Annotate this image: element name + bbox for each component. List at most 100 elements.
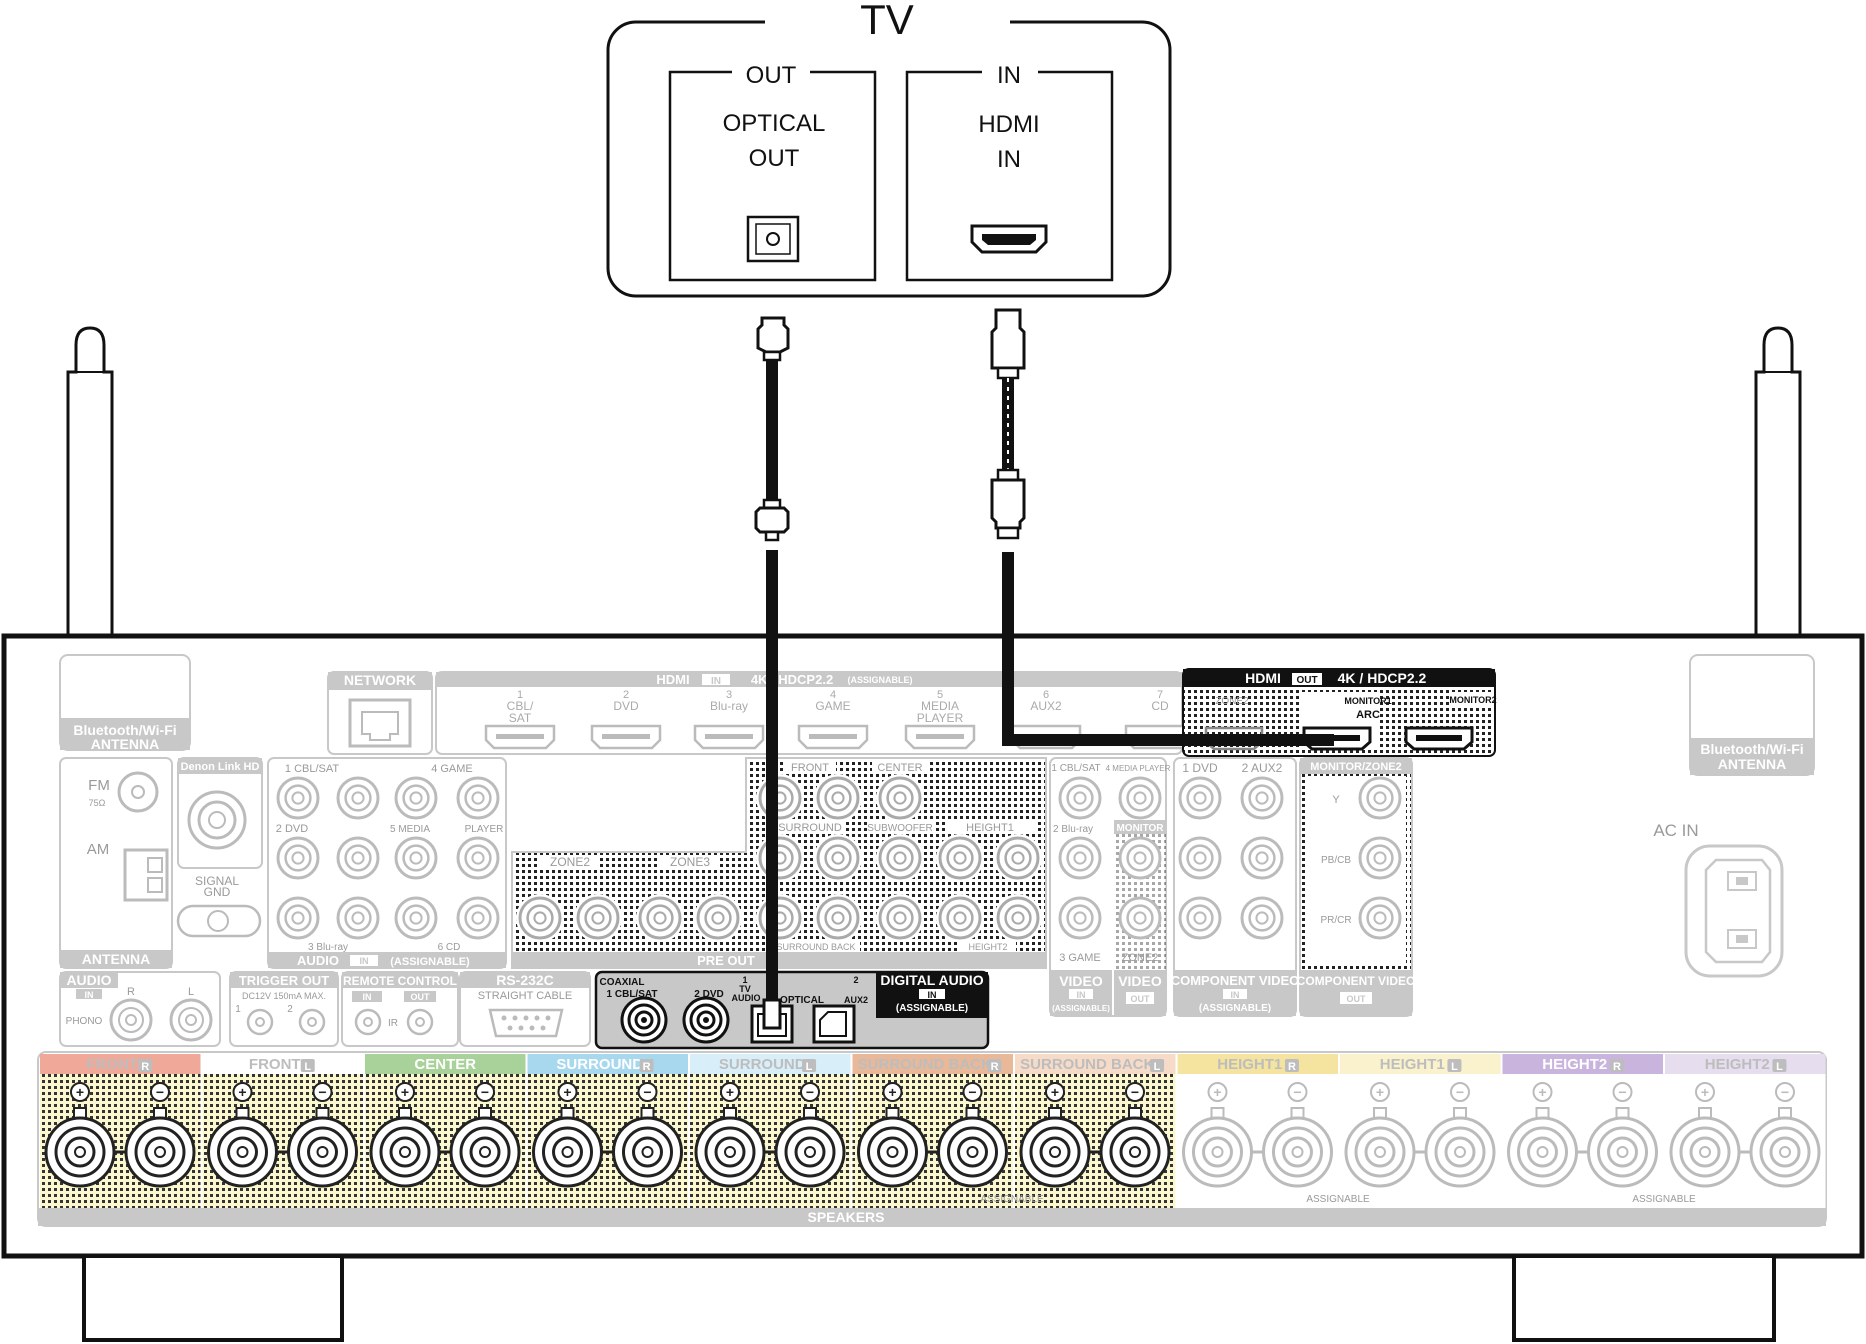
preout-surround-back: SURROUND BACK (776, 942, 855, 952)
speaker-terminal-negative (449, 1107, 521, 1188)
remote-out-jack (406, 1008, 434, 1036)
tv-in-label: IN (997, 62, 1021, 89)
hdmi-in-num: 2 (623, 689, 629, 701)
hdmi-out-monitor1: MONITOR1 (1344, 696, 1391, 706)
trigger-out-block: TRIGGER OUT DC12V 150mA MAX. 1 2 (229, 971, 339, 1047)
antenna-label: ANTENNA (82, 951, 150, 967)
preout-jack-12 (694, 894, 742, 942)
speaker-terminal-positive (1507, 1107, 1578, 1188)
component-in-label-1: 1 DVD (1182, 761, 1218, 775)
svg-text:+: + (888, 1084, 896, 1100)
speaker-side: R (643, 1061, 651, 1073)
speaker-side: L (1154, 1061, 1161, 1073)
hdmi-in-name: DVD (613, 699, 639, 713)
svg-text:−: − (643, 1084, 651, 1100)
zone3-label: ZONE3 (670, 855, 710, 869)
hdmi-out-monitor2: MONITOR2 (1449, 695, 1496, 705)
signal-gnd-line2: GND (204, 885, 231, 899)
video-in-assignable: (ASSIGNABLE) (1052, 1004, 1110, 1013)
hdmi-in-badge: IN (711, 676, 721, 687)
svg-text:−: − (806, 1084, 814, 1100)
network-label: NETWORK (344, 672, 416, 688)
hdmi-out-monitor2-port (1404, 726, 1474, 751)
bt-antenna-left-line2: ANTENNA (91, 736, 159, 752)
phono-audio-label: AUDIO (66, 972, 111, 988)
speaker-terminal-positive (1344, 1107, 1416, 1188)
rs232c-block: RS-232C STRAIGHT CABLE (459, 971, 591, 1047)
bt-antenna-left-line1: Bluetooth/Wi-Fi (73, 722, 176, 738)
audio-footer-assignable: (ASSIGNABLE) (390, 956, 470, 968)
svg-text:−: − (156, 1084, 164, 1100)
speaker-side: R (1613, 1061, 1621, 1073)
monitor-zone2-label: MONITOR/ZONE2 (1310, 761, 1401, 773)
svg-text:+: + (1376, 1084, 1384, 1100)
phono-label: PHONO (66, 1016, 103, 1027)
hdmi-out-header: HDMI (1245, 670, 1281, 686)
remote-control-block: REMOTE CONTROL IN OUT IR (341, 971, 459, 1047)
bt-antenna-right-block: Bluetooth/Wi-Fi ANTENNA (1689, 654, 1815, 776)
ac-in-label: AC IN (1653, 821, 1698, 840)
signal-gnd-terminal (176, 904, 262, 938)
speaker-color-band (202, 1054, 363, 1074)
fm-ohm-label: 75Ω (89, 798, 106, 808)
bt-antenna-left-block: Bluetooth/Wi-Fi ANTENNA (59, 654, 191, 752)
remote-out-badge: OUT (411, 992, 431, 1002)
assignable-label-3: ASSIGNABLE (1632, 1194, 1696, 1205)
audio-in-jack-11 (394, 896, 438, 940)
speaker-side: R (991, 1061, 999, 1073)
straight-cable-label: STRAIGHT CABLE (478, 990, 573, 1002)
remote-in-jack (354, 1008, 382, 1036)
tv-hdmi-in-line2: IN (997, 146, 1021, 173)
trigger-1-label: 1 (235, 1004, 241, 1015)
component-in-jack-4 (1240, 836, 1284, 880)
video-in-label-1: 1 CBL/SAT (1051, 763, 1100, 774)
am-label: AM (87, 841, 110, 858)
speaker-side: L (806, 1061, 813, 1073)
svg-text:+: + (401, 1084, 409, 1100)
fm-label: FM (88, 777, 110, 794)
component-in-label: COMPONENT VIDEO (1171, 973, 1300, 988)
hdmi-in-spec: 4K / HDCP2.2 (751, 672, 833, 687)
speaker-label: SURROUND (556, 1056, 643, 1073)
video-in-label: VIDEO (1059, 973, 1103, 989)
speaker-side: R (141, 1061, 149, 1073)
tv-optical-out-line1: OPTICAL (723, 110, 826, 137)
zone2-label: ZONE2 (550, 855, 590, 869)
rs232c-connector (488, 1008, 564, 1038)
antenna-left (66, 326, 114, 707)
hdmi-in-header: HDMI (656, 672, 689, 687)
audio-footer: AUDIO (297, 953, 339, 968)
svg-text:+: + (1213, 1084, 1221, 1100)
hdmi-in-bank: HDMI IN 4K / HDCP2.2 (ASSIGNABLE) 1CBL/S… (435, 671, 1196, 755)
phono-block: AUDIO IN R L PHONO (59, 971, 221, 1047)
svg-text:−: − (1131, 1084, 1139, 1100)
speaker-terminal-positive (44, 1107, 116, 1188)
hdmi-in-assignable: (ASSIGNABLE) (848, 675, 913, 685)
video-jack-4 (1118, 836, 1162, 880)
audio-in-label-1: 1 CBL/SAT (285, 763, 339, 775)
ac-inlet (1684, 844, 1784, 978)
hdmi-in-num: 5 (937, 689, 943, 701)
preout-jack-5 (814, 834, 862, 882)
audio-in-label-2: 2 DVD (276, 823, 308, 835)
assignable-label-2: ASSIGNABLE (1306, 1194, 1370, 1205)
speaker-side: L (1451, 1061, 1458, 1073)
svg-text:−: − (1618, 1084, 1626, 1100)
component-out-jack-1 (1358, 776, 1402, 820)
component-in-jack-6 (1240, 896, 1284, 940)
optical-1-audio: AUDIO (732, 993, 761, 1003)
component-out-jack-2 (1358, 836, 1402, 880)
audio-in-label-4: 4 GAME (431, 763, 473, 775)
antenna-right (1754, 326, 1802, 707)
audio-footer-badge: IN (360, 956, 369, 966)
trigger-2-label: 2 (287, 1004, 293, 1015)
audio-in-jack-12 (456, 896, 500, 940)
svg-text:+: + (726, 1084, 734, 1100)
component-out-jack-3 (1358, 896, 1402, 940)
